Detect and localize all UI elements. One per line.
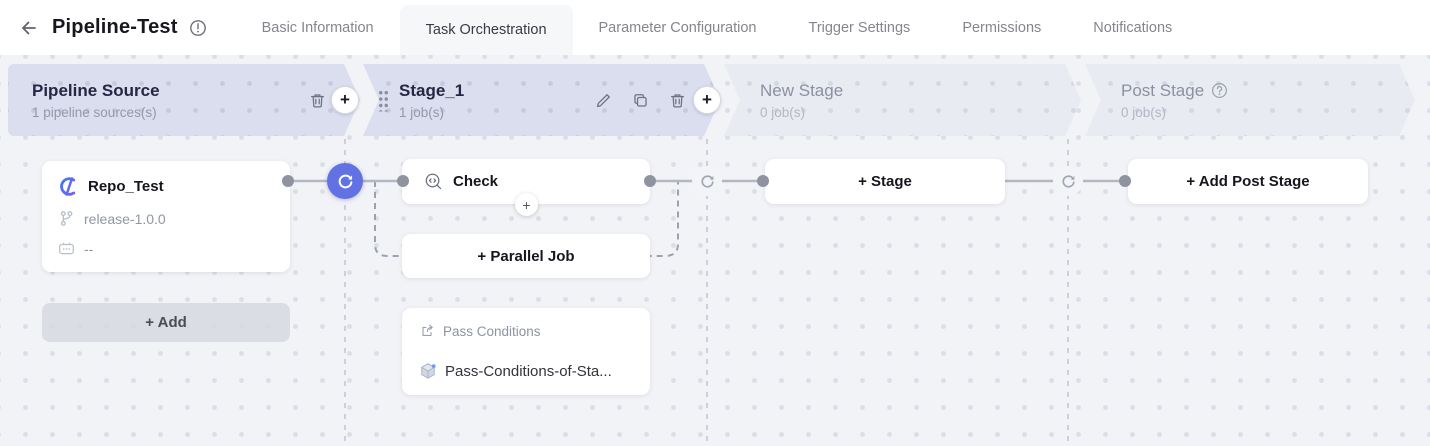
connector-dot xyxy=(397,175,409,187)
copy-stage-icon[interactable] xyxy=(631,91,649,109)
stage-header-stage-1: Stage_1 1 job(s) xyxy=(363,64,720,136)
stage-subtitle: 0 job(s) xyxy=(1121,105,1167,120)
connector-dot xyxy=(644,175,656,187)
info-icon[interactable] xyxy=(188,18,208,38)
tab-trigger-settings[interactable]: Trigger Settings xyxy=(808,19,911,36)
pass-conditions-label: Pass Conditions xyxy=(443,323,541,339)
page-title: Pipeline-Test xyxy=(52,16,178,38)
add-stage-after-source-button[interactable]: + xyxy=(331,86,359,114)
tag-icon xyxy=(59,242,74,255)
tab-basic-information[interactable]: Basic Information xyxy=(261,19,374,36)
pipeline-canvas: Pipeline Source 1 pipeline sources(s) St… xyxy=(0,55,1430,446)
code-check-icon xyxy=(425,173,442,190)
tab-permissions[interactable]: Permissions xyxy=(962,19,1042,36)
tab-task-orchestration[interactable]: Task Orchestration xyxy=(399,5,573,55)
stage-subtitle: 1 pipeline sources(s) xyxy=(32,105,157,120)
tab-notifications[interactable]: Notifications xyxy=(1093,19,1173,36)
stage-header-post-stage: Post Stage 0 job(s) xyxy=(1085,64,1415,136)
tab-parameter-configuration[interactable]: Parameter Configuration xyxy=(598,19,757,36)
back-button[interactable] xyxy=(16,15,42,41)
stage-header-pipeline-source: Pipeline Source 1 pipeline sources(s) xyxy=(8,64,360,136)
source-card-repo-test[interactable]: Repo_Test release-1.0.0 -- xyxy=(42,161,290,272)
tab-bar: Basic Information Task Orchestration Par… xyxy=(236,0,1199,55)
source-name: Repo_Test xyxy=(88,178,164,195)
add-parallel-job-button[interactable]: + Parallel Job xyxy=(402,234,650,278)
stage-title: Pipeline Source xyxy=(32,81,160,100)
pass-conditions-card[interactable]: Pass Conditions Pass-Conditions-of-Sta..… xyxy=(402,308,650,395)
stage-subtitle: 0 job(s) xyxy=(760,105,806,120)
stage-title: New Stage xyxy=(760,81,844,100)
pass-conditions-name: Pass-Conditions-of-Sta... xyxy=(445,362,612,380)
stage-title: Post Stage xyxy=(1121,81,1205,100)
connector-dot xyxy=(1119,175,1131,187)
add-stage-after-stage1-button[interactable]: + xyxy=(693,86,721,114)
job-name: Check xyxy=(453,173,499,190)
source-branch: release-1.0.0 xyxy=(84,210,166,227)
add-source-button[interactable]: + Add xyxy=(42,303,290,342)
stage-subtitle: 1 job(s) xyxy=(399,105,445,120)
repo-icon xyxy=(60,177,76,196)
branch-icon xyxy=(60,211,73,226)
stage-title: Stage_1 xyxy=(399,81,465,100)
add-job-below-button[interactable]: + xyxy=(515,193,538,216)
delete-stage-icon[interactable] xyxy=(308,91,326,109)
connector-dot xyxy=(757,175,769,187)
serial-parallel-toggle-icon[interactable] xyxy=(1053,166,1083,196)
connector-dot xyxy=(282,175,294,187)
rule-cube-icon xyxy=(420,363,436,379)
add-post-stage-button[interactable]: + Add Post Stage xyxy=(1128,159,1368,204)
arrow-left-icon xyxy=(22,21,36,34)
connector-lines xyxy=(288,139,1128,446)
delete-stage-icon[interactable] xyxy=(668,91,686,109)
drag-handle-icon[interactable] xyxy=(377,89,388,112)
help-icon[interactable] xyxy=(1211,82,1228,99)
serial-parallel-toggle-icon[interactable] xyxy=(692,166,722,196)
stage-header-new-stage: New Stage 0 job(s) xyxy=(724,64,1081,136)
source-tag: -- xyxy=(84,240,94,257)
serial-parallel-toggle-active-icon[interactable] xyxy=(327,163,363,199)
top-bar: Pipeline-Test Basic Information Task Orc… xyxy=(0,0,1430,55)
add-stage-button[interactable]: + Stage xyxy=(765,159,1005,204)
pass-conditions-icon xyxy=(422,324,433,336)
edit-stage-icon[interactable] xyxy=(594,91,612,109)
